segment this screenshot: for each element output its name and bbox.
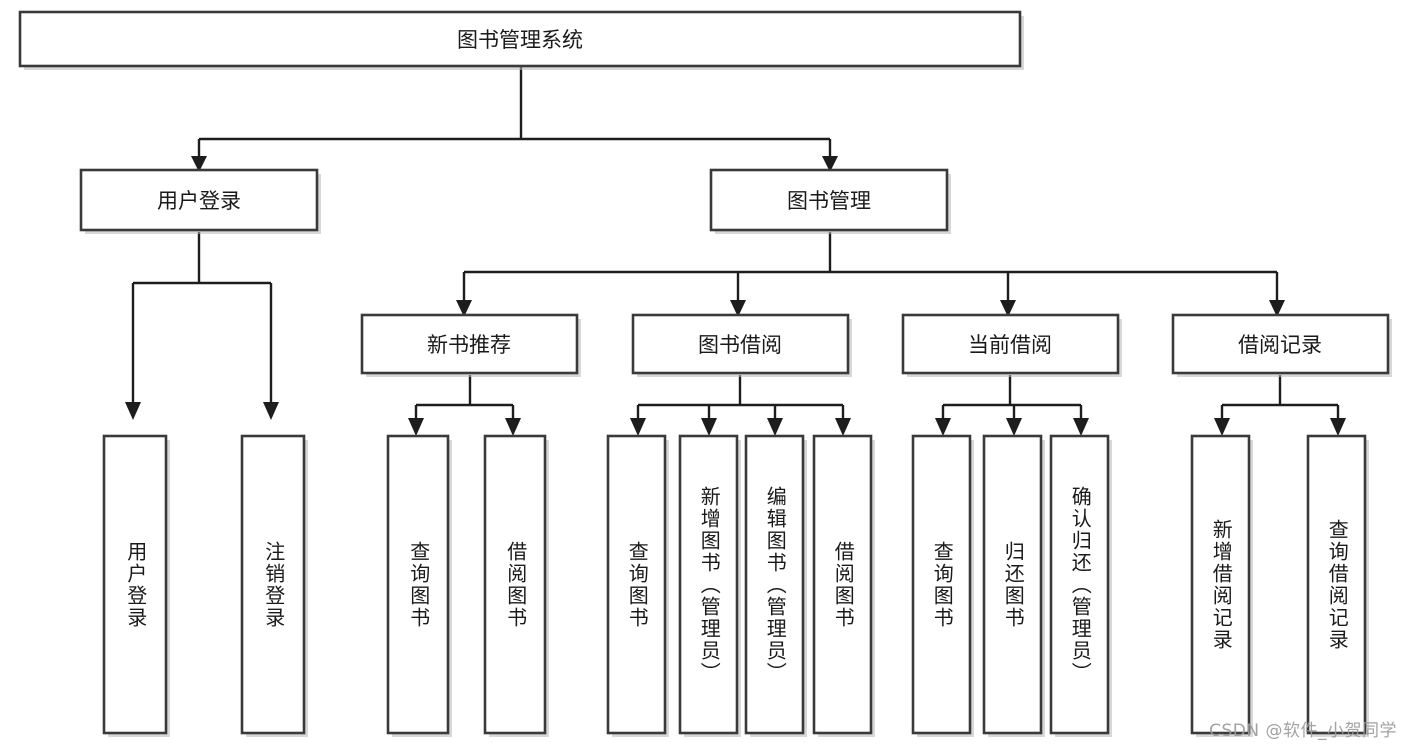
arrow-head-leaf-user-login [125, 402, 141, 420]
arrow-head-leaf-edit-book [767, 418, 783, 436]
arrow-head-book-borrow [730, 300, 746, 317]
node-leaf-return-book-box[interactable] [982, 434, 1043, 735]
node-new-book-recommend-box[interactable] [360, 313, 579, 375]
arrow-head-current-borrow [1000, 300, 1016, 317]
node-leaf-confirm-return-box[interactable] [1049, 434, 1110, 735]
node-leaf-query-book-1-box[interactable] [386, 434, 450, 735]
arrow-head-leaf-confirm-return [1073, 418, 1089, 436]
node-leaf-user-logout-box[interactable] [240, 434, 306, 735]
node-borrow-record-label: 借阅记录 [1238, 333, 1322, 357]
arrow-head-borrow-record [1269, 300, 1285, 317]
arrow-head-leaf-user-logout [263, 402, 279, 420]
arrow-head-user-login [191, 156, 207, 172]
node-book-manage-box[interactable] [709, 168, 949, 232]
arrow-head-leaf-query-book-1 [408, 418, 424, 436]
node-leaf-edit-book-box[interactable] [744, 434, 805, 735]
arrow-head-leaf-query-book-2 [630, 418, 646, 436]
node-leaf-borrow-book-2-box[interactable] [812, 434, 873, 735]
node-book-manage-label: 图书管理 [787, 189, 871, 213]
node-book-borrow-box[interactable] [631, 313, 850, 375]
node-current-borrow-label: 当前借阅 [968, 333, 1052, 357]
node-book-borrow-label: 图书借阅 [698, 333, 782, 357]
arrow-head-leaf-add-record [1214, 418, 1230, 436]
arrow-head-leaf-query-book-3 [935, 418, 951, 436]
node-current-borrow-box[interactable] [901, 313, 1120, 375]
node-user-login-label: 用户登录 [157, 189, 241, 213]
arrow-head-leaf-borrow-book-1 [505, 418, 521, 436]
node-user-login-box[interactable] [79, 168, 319, 232]
node-leaf-user-login-box[interactable] [102, 434, 168, 735]
arrow-head-new-book-recommend [456, 300, 472, 317]
arrow-head-leaf-return-book [1006, 418, 1022, 436]
connector-layer [125, 67, 1346, 436]
node-layer: 图书管理系统 用户登录 图书管理 新书推荐 图书借阅 当前借阅 借阅记录 [18, 10, 1392, 737]
node-leaf-query-record-box[interactable] [1306, 434, 1367, 735]
node-borrow-record-box[interactable] [1171, 313, 1390, 375]
node-leaf-borrow-book-1-box[interactable] [483, 434, 547, 735]
node-leaf-add-book-box[interactable] [678, 434, 739, 735]
node-root-label: 图书管理系统 [457, 28, 583, 52]
node-leaf-query-book-3-box[interactable] [911, 434, 972, 735]
node-leaf-add-record-box[interactable] [1190, 434, 1251, 735]
node-leaf-query-book-2-box[interactable] [606, 434, 667, 735]
arrow-head-leaf-add-book [701, 418, 717, 436]
csdn-watermark: CSDN @软件_小贺同学 [1209, 721, 1397, 741]
node-new-book-recommend-label: 新书推荐 [427, 333, 511, 357]
node-root-box[interactable] [18, 10, 1022, 68]
arrow-head-book-manage [822, 156, 838, 172]
arrow-head-leaf-query-record [1330, 418, 1346, 436]
arrow-head-leaf-borrow-book-2 [835, 418, 851, 436]
